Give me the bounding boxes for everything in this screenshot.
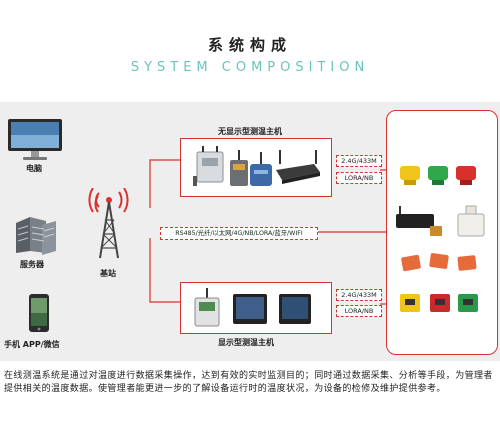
tower-icon: [88, 188, 129, 259]
chip-sensor-1: [401, 254, 421, 272]
box-sensor-red: [430, 294, 450, 312]
connector-bottom: [149, 238, 180, 303]
clamp-sensor-yellow: [400, 166, 420, 185]
display-host-icon-1: [233, 294, 267, 324]
pc-monitor-icon: [8, 119, 62, 160]
clamp-sensor-green: [428, 166, 448, 185]
page-title-cn: 系统构成: [207, 36, 292, 54]
gateway-device-icon: [193, 146, 224, 186]
white-sensor: [457, 205, 485, 237]
top-link-2: LORA/NB: [336, 172, 382, 184]
sensor-icons: [396, 166, 485, 312]
clamp-sensor-red: [456, 166, 476, 185]
box-sensor-yellow: [400, 294, 420, 312]
top-link-1: 2.4G/433M: [336, 155, 382, 167]
host-device-icon: [276, 150, 320, 184]
bottom-group-title: 显示型测温主机: [218, 338, 274, 347]
pc-label: 电脑: [26, 164, 42, 173]
phone-icon: [29, 294, 49, 332]
chip-sensor-3: [457, 255, 477, 271]
bottom-link-1: 2.4G/433M: [336, 289, 382, 301]
wireless-tag-sensor: [396, 206, 442, 236]
page-title-en: SYSTEM COMPOSITION: [130, 60, 370, 75]
bottom-link-2: LORA/NB: [336, 305, 382, 317]
dtu-device-icon: [230, 150, 248, 186]
display-host-icon-2: [279, 294, 311, 324]
box-sensor-green: [458, 294, 478, 312]
top-group-title: 无显示型测温主机: [218, 127, 282, 136]
server-label: 服务器: [20, 260, 44, 269]
panel-host-icon: [194, 288, 220, 327]
phone-label: 手机 APP/微信: [4, 340, 60, 349]
router-device-icon: [250, 152, 272, 186]
server-icon: [16, 217, 56, 255]
tower-label: 基站: [100, 269, 116, 278]
connector-top: [149, 159, 180, 208]
chip-sensor-2: [429, 253, 449, 269]
protocol-box: RS485/光纤/以太网/4G/NB/LORA/蓝牙/WIFI: [160, 227, 318, 240]
footer-description: 在线测温系统是通过对温度进行数据采集操作，达到有效的实时监测目的；同时通过数据采…: [4, 371, 493, 394]
